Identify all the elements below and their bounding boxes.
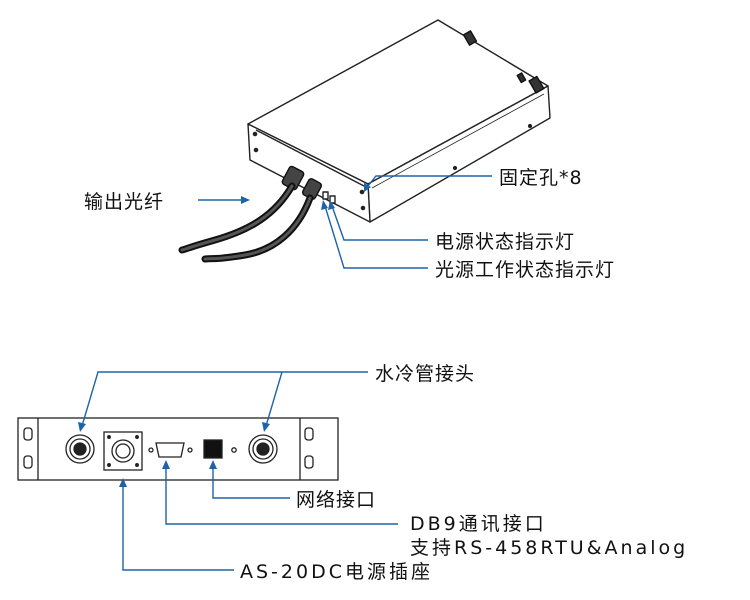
front-panel-body xyxy=(17,417,339,481)
label-source-status-led: 光源工作状态指示灯 xyxy=(435,259,616,281)
water-connector-right-icon xyxy=(248,434,278,464)
network-port-icon xyxy=(203,439,223,459)
label-db9-port: DB9通讯接口 xyxy=(410,513,547,535)
leader-lines xyxy=(78,175,492,571)
label-power-socket: AS-20DC电源插座 xyxy=(240,561,433,583)
label-db9-support: 支持RS-458RTU&Analog xyxy=(410,537,689,559)
db9-port-icon xyxy=(148,442,193,458)
label-network-port: 网络接口 xyxy=(296,489,377,511)
rear-water-connector-icon xyxy=(462,30,545,94)
output-fiber-cables xyxy=(178,182,314,263)
power-socket-icon xyxy=(103,431,143,471)
device-3d-view xyxy=(247,19,551,223)
front-panel-view xyxy=(17,417,339,481)
label-power-status-led: 电源状态指示灯 xyxy=(435,231,576,253)
label-output-fiber: 输出光纤 xyxy=(84,191,165,213)
label-mounting-holes: 固定孔*8 xyxy=(499,167,583,189)
label-water-cooling-connector: 水冷管接头 xyxy=(375,363,476,385)
device-front-panel xyxy=(247,123,371,223)
water-connector-left-icon xyxy=(65,434,95,464)
status-led-icon xyxy=(322,191,336,204)
